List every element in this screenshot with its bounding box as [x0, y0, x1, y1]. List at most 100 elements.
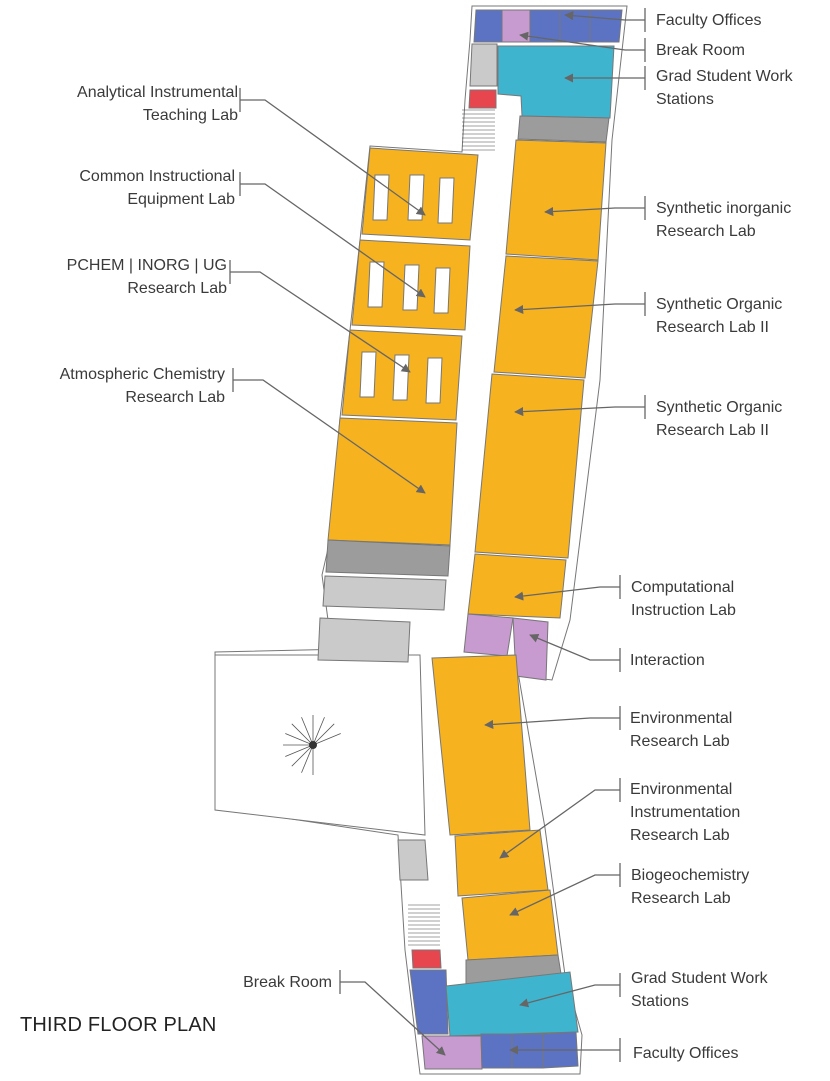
- label-interaction: Interaction: [630, 649, 705, 672]
- label-line: Grad Student Work: [631, 970, 768, 987]
- faculty-office: [473, 9, 503, 43]
- label-line: Interaction: [630, 652, 705, 669]
- break-room-top-leader: [519, 31, 645, 51]
- faculty-office: [559, 9, 591, 43]
- stair-landing: [411, 949, 442, 969]
- env-instrumentation-lab: [454, 829, 549, 897]
- biogeochemistry-lab: [461, 889, 559, 961]
- spiral-stair-tread: [301, 744, 314, 773]
- spiral-stair-tread: [285, 733, 314, 746]
- label-line: Research Lab: [656, 223, 756, 240]
- storage-room: [469, 43, 498, 87]
- label-line: Instruction Lab: [631, 602, 736, 619]
- label-line: Synthetic inorganic: [656, 200, 792, 217]
- service-room: [325, 539, 451, 577]
- label-line: Research Lab: [125, 389, 225, 406]
- biogeochemistry-leader: [509, 874, 620, 916]
- lab-bench: [372, 174, 390, 221]
- environmental-research-lab: [431, 654, 531, 836]
- pchem-leader: [230, 271, 411, 373]
- synthetic-organic-1-leader: [514, 303, 645, 315]
- label-break-room-bottom: Break Room: [243, 971, 332, 994]
- storage-room: [397, 839, 429, 881]
- grad-bottom-leader: [519, 984, 620, 1008]
- interaction-space: [512, 617, 549, 681]
- lab-bench: [437, 177, 455, 224]
- synthetic-organic-lab-1: [493, 255, 599, 379]
- computational-leader: [514, 586, 620, 601]
- faculty-office: [480, 1033, 513, 1069]
- faculty-offices-top-leader: [564, 11, 645, 21]
- open-atrium: [214, 654, 426, 836]
- label-line: Break Room: [656, 42, 745, 59]
- synthetic-organic-lab-2: [474, 373, 585, 559]
- label-faculty-offices-top: Faculty Offices: [656, 9, 762, 32]
- lab-bench: [425, 357, 443, 404]
- service-room: [517, 115, 610, 143]
- break-room-top: [501, 9, 531, 43]
- lab-bench: [433, 267, 451, 314]
- synthetic-inorganic-lab: [505, 139, 607, 261]
- computational-lab: [467, 553, 567, 619]
- stair-landing: [468, 89, 497, 109]
- label-line: Environmental: [630, 710, 733, 727]
- label-line: Equipment Lab: [127, 191, 235, 208]
- atmospheric-chemistry-lab: [327, 417, 458, 546]
- env-instrumentation-leader: [499, 789, 620, 859]
- label-line: Grad Student Work: [656, 68, 793, 85]
- faculty-office: [409, 969, 449, 1035]
- label-line: Research Lab II: [656, 319, 769, 336]
- label-line: Faculty Offices: [633, 1045, 739, 1062]
- environmental-leader: [484, 717, 620, 729]
- break-room-bottom: [421, 1035, 483, 1070]
- label-line: Analytical Instrumental: [77, 84, 238, 101]
- spiral-stair-tread: [312, 723, 335, 746]
- label-line: Research Lab II: [656, 422, 769, 439]
- restroom: [317, 617, 411, 663]
- label-line: Synthetic Organic: [656, 399, 783, 416]
- label-line: Research Lab: [127, 280, 227, 297]
- restroom: [322, 575, 447, 611]
- label-line: Stations: [656, 91, 714, 108]
- spiral-stair-tread: [312, 733, 341, 746]
- label-faculty-offices-bottom: Faculty Offices: [633, 1042, 739, 1065]
- common-instructional-leader: [240, 183, 426, 298]
- interaction-space: [463, 613, 514, 657]
- interaction-leader: [529, 633, 620, 661]
- grad-workstations-bottom: [445, 971, 579, 1037]
- synthetic-inorganic-leader: [544, 206, 645, 217]
- atmospheric-leader: [233, 379, 426, 494]
- label-line: Faculty Offices: [656, 12, 762, 29]
- faculty-office: [511, 1033, 544, 1069]
- label-line: Research Lab: [631, 890, 731, 907]
- spiral-stair-tread: [291, 744, 314, 767]
- spiral-stair-tread: [312, 717, 325, 746]
- plan-title: THIRD FLOOR PLAN: [20, 1014, 217, 1036]
- spiral-stair-tread: [291, 723, 314, 746]
- label-line: Biogeochemistry: [631, 867, 750, 884]
- label-line: Break Room: [243, 974, 332, 991]
- analytical-leader: [240, 99, 426, 216]
- label-line: Instrumentation: [630, 804, 741, 821]
- label-line: Atmospheric Chemistry: [59, 366, 225, 383]
- spiral-stair-tread: [285, 744, 314, 757]
- label-line: Common Instructional: [79, 168, 235, 185]
- label-line: Environmental: [630, 781, 733, 798]
- break-room-bottom-leader: [340, 981, 446, 1056]
- label-line: Teaching Lab: [142, 107, 238, 124]
- spiral-stair-core: [309, 741, 317, 749]
- label-line: Computational: [631, 579, 735, 596]
